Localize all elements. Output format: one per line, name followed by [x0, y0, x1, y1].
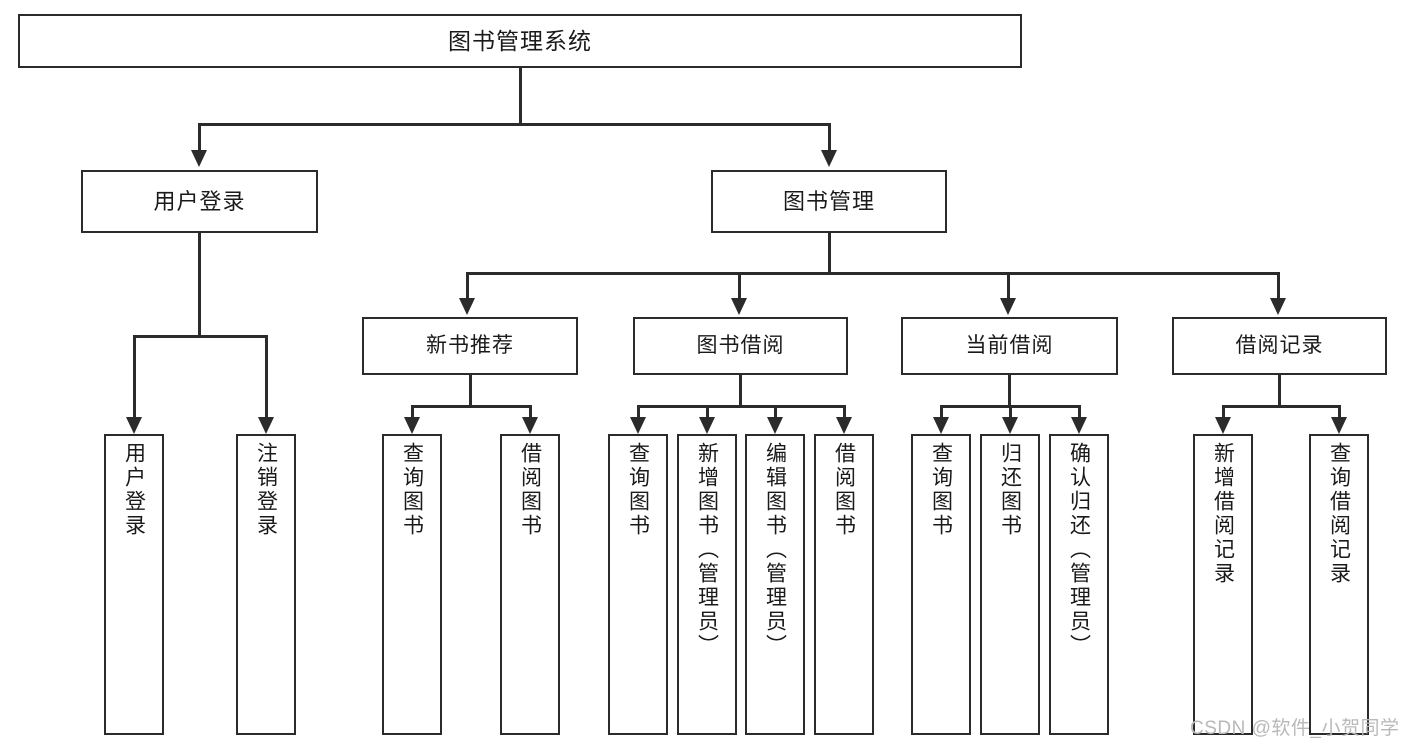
node-book-management[interactable]: 图书管理: [711, 170, 947, 233]
node-label: 编辑图书（管理员）: [763, 442, 787, 658]
connector-book-borrow-stem: [739, 375, 742, 405]
node-label: 借阅记录: [1235, 333, 1324, 357]
connector-new-book-stem: [469, 375, 472, 405]
arrowhead-leaf-add-record: [1215, 417, 1231, 434]
arrowhead-new-book-recommend: [459, 298, 475, 315]
arrowhead-book-mgmt: [821, 150, 837, 167]
arrowhead-leaf-add-book: [699, 417, 715, 434]
arrowhead-leaf-return-book: [1002, 417, 1018, 434]
connector-borrow-records-left: [1222, 405, 1225, 417]
connector-book-mgmt-bus: [466, 272, 1280, 275]
node-book-borrow[interactable]: 图书借阅: [633, 317, 848, 375]
node-borrow-records[interactable]: 借阅记录: [1172, 317, 1387, 375]
connector-to-book-borrow: [738, 272, 741, 298]
arrowhead-borrow-records: [1270, 298, 1286, 315]
connector-book-borrow-c2: [706, 405, 709, 417]
node-label: 新增图书（管理员）: [695, 442, 719, 658]
arrowhead-book-borrow: [731, 298, 747, 315]
node-label: 借阅图书: [832, 442, 856, 538]
connector-to-current-borrow: [1007, 272, 1010, 298]
connector-current-borrow-stem: [1008, 375, 1011, 405]
watermark-csdn: CSDN @软件_小贺同学: [1190, 718, 1400, 739]
leaf-query-book-borrow[interactable]: 查询图书: [608, 434, 668, 735]
connector-user-login-left: [133, 335, 136, 417]
arrowhead-leaf-logout: [258, 417, 274, 434]
leaf-borrow-book-recommend[interactable]: 借阅图书: [500, 434, 560, 735]
connector-book-borrow-c3: [774, 405, 777, 417]
node-label: 当前借阅: [965, 333, 1054, 357]
connector-new-book-right: [529, 405, 532, 417]
node-user-login[interactable]: 用户登录: [81, 170, 318, 233]
node-label: 用户登录: [122, 442, 146, 538]
arrowhead-leaf-query-book-2: [630, 417, 646, 434]
node-label: 图书管理: [782, 188, 875, 214]
node-label: 查询图书: [400, 442, 424, 538]
leaf-return-book[interactable]: 归还图书: [980, 434, 1040, 735]
arrowhead-leaf-edit-book: [767, 417, 783, 434]
leaf-add-book-admin[interactable]: 新增图书（管理员）: [677, 434, 737, 735]
connector-current-borrow-c1: [940, 405, 943, 417]
connector-to-new-book: [466, 272, 469, 298]
leaf-query-book-current[interactable]: 查询图书: [911, 434, 971, 735]
leaf-edit-book-admin[interactable]: 编辑图书（管理员）: [745, 434, 805, 735]
leaf-confirm-return-admin[interactable]: 确认归还（管理员）: [1049, 434, 1109, 735]
leaf-query-book-recommend[interactable]: 查询图书: [382, 434, 442, 735]
arrowhead-leaf-confirm-return: [1071, 417, 1087, 434]
leaf-add-borrow-record[interactable]: 新增借阅记录: [1193, 434, 1253, 735]
node-label: 新书推荐: [426, 333, 514, 357]
node-label: 查询图书: [626, 442, 650, 538]
leaf-user-login[interactable]: 用户登录: [104, 434, 164, 735]
node-label: 查询借阅记录: [1327, 442, 1351, 586]
arrowhead-user-login: [191, 150, 207, 167]
connector-user-login-right: [265, 335, 268, 417]
node-label: 图书借阅: [696, 333, 785, 357]
connector-borrow-records-stem: [1278, 375, 1281, 405]
leaf-borrow-book[interactable]: 借阅图书: [814, 434, 874, 735]
connector-to-borrow-records: [1277, 272, 1280, 298]
connector-user-login-stem: [198, 233, 201, 335]
connector-book-mgmt-stem: [828, 233, 831, 272]
arrowhead-leaf-query-book-1: [404, 417, 420, 434]
node-new-book-recommend[interactable]: 新书推荐: [362, 317, 578, 375]
connector-new-book-left: [411, 405, 414, 417]
connector-borrow-records-right: [1338, 405, 1341, 417]
node-label: 注销登录: [254, 442, 278, 538]
connector-new-book-bus: [411, 405, 529, 408]
arrowhead-current-borrow: [1000, 298, 1016, 315]
node-label: 查询图书: [929, 442, 953, 538]
leaf-query-borrow-record[interactable]: 查询借阅记录: [1309, 434, 1369, 735]
node-label: 用户登录: [153, 188, 246, 214]
connector-root-bus: [198, 123, 831, 126]
connector-root-to-book-mgmt: [828, 123, 831, 150]
connector-borrow-records-bus: [1222, 405, 1338, 408]
connector-book-borrow-c1: [637, 405, 640, 417]
arrowhead-leaf-query-record: [1331, 417, 1347, 434]
connector-current-borrow-c3: [1078, 405, 1081, 417]
leaf-logout[interactable]: 注销登录: [236, 434, 296, 735]
arrowhead-leaf-query-book-3: [933, 417, 949, 434]
connector-current-borrow-c2: [1009, 405, 1012, 417]
node-current-borrow[interactable]: 当前借阅: [901, 317, 1118, 375]
node-label: 确认归还（管理员）: [1067, 442, 1091, 658]
node-label: 归还图书: [998, 442, 1022, 538]
node-label: 新增借阅记录: [1211, 442, 1235, 586]
arrowhead-leaf-user-login: [126, 417, 142, 434]
connector-root-stem: [519, 68, 522, 123]
connector-root-to-user-login: [198, 123, 201, 150]
connector-user-login-bus: [133, 335, 265, 338]
node-label: 图书管理系统: [448, 27, 592, 54]
connector-book-borrow-c4: [843, 405, 846, 417]
arrowhead-leaf-borrow-book-2: [836, 417, 852, 434]
arrowhead-leaf-borrow-book-1: [522, 417, 538, 434]
connector-book-borrow-bus: [637, 405, 843, 408]
node-label: 借阅图书: [518, 442, 542, 538]
node-root-system[interactable]: 图书管理系统: [18, 14, 1022, 68]
